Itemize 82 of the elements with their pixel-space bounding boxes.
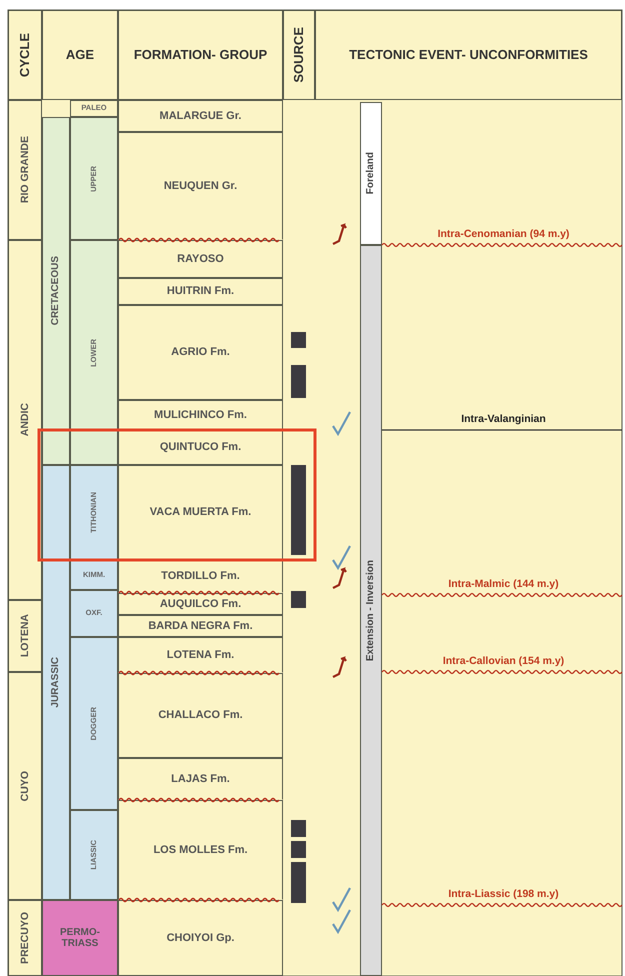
formation-name: CHOIYOI Gp. — [166, 932, 234, 944]
formation-name: LOS MOLLES Fm. — [153, 844, 248, 856]
header-cell — [8, 10, 42, 100]
tectonic-regime-bar — [360, 102, 382, 245]
formation-cell — [118, 430, 283, 465]
formation-name: CHALLACO Fm. — [158, 709, 243, 722]
cycle-cell — [8, 600, 42, 672]
formation-name: VACA MUERTA Fm. — [150, 506, 252, 519]
formation-name: RAYOSO — [177, 252, 224, 266]
epoch-cell — [70, 810, 118, 900]
cycle-name: PRECUYO — [18, 912, 32, 964]
unconformity-label: Intra-Liassic (198 m.y) — [447, 888, 560, 900]
formation-cell — [118, 132, 283, 240]
regime-name: Extension - Inversion — [365, 560, 377, 662]
epoch-cell — [70, 590, 118, 637]
source-rock-bar — [291, 841, 306, 858]
cycle-name: ANDIC — [18, 403, 32, 437]
source-rock-bar — [291, 591, 306, 608]
formation-name: TORDILLO Fm. — [161, 570, 240, 583]
cycle-name: RIO GRANDE — [18, 136, 32, 204]
cycle-cell — [8, 100, 42, 240]
cycle-cell — [8, 240, 42, 600]
formation-cell — [118, 800, 283, 900]
regime-name: Foreland — [365, 152, 377, 195]
cycle-cell — [8, 672, 42, 900]
source-rock-bar — [291, 365, 306, 398]
source-rock-bar — [291, 332, 306, 348]
formation-cell — [118, 673, 283, 758]
epoch-cell — [70, 637, 118, 810]
cycle-cell — [8, 900, 42, 976]
formation-name: QUINTUCO Fm. — [160, 441, 242, 454]
cycle-name: CUYO — [18, 770, 32, 802]
tectonic-regime-bar — [360, 245, 382, 976]
source-rock-bar — [291, 465, 306, 555]
epoch-cell — [70, 100, 118, 117]
formation-name: LAJAS Fm. — [171, 772, 230, 786]
period-cell — [42, 900, 118, 976]
unconformity-label: Intra-Cenomanian (94 m.y) — [436, 228, 570, 240]
formation-cell — [118, 593, 283, 615]
period-cell — [42, 117, 70, 465]
epoch-cell — [70, 465, 118, 560]
formation-name: MULICHINCO Fm. — [154, 408, 247, 422]
unconformity-label: Intra-Callovian (154 m.y) — [442, 655, 566, 667]
column-heading: FORMATION- GROUP — [134, 48, 268, 62]
formation-cell — [118, 278, 283, 305]
header-cell — [283, 10, 315, 100]
formation-cell — [118, 465, 283, 560]
formation-name: NEUQUEN Gr. — [164, 180, 238, 192]
formation-cell — [118, 900, 283, 976]
formation-cell — [118, 240, 283, 278]
period-cell — [42, 465, 70, 900]
unconformity-label: Intra-Valanginian — [460, 413, 547, 425]
unconformity-label: Intra-Malmic (144 m.y) — [447, 578, 560, 590]
period-name: JURASSIC — [50, 657, 62, 708]
formation-cell — [118, 637, 283, 673]
formation-cell — [118, 305, 283, 400]
source-rock-bar — [291, 862, 306, 903]
epoch-cell — [70, 560, 118, 590]
formation-cell — [118, 615, 283, 637]
formation-cell — [118, 400, 283, 430]
column-heading: CYCLE — [18, 32, 32, 78]
epoch-cell — [70, 240, 118, 465]
cycle-name: LOTENA — [18, 614, 32, 658]
formation-name: AUQUILCO Fm. — [160, 598, 242, 610]
column-heading: SOURCE — [292, 27, 306, 83]
period-name: PERMO- TRIASS — [59, 926, 101, 950]
formation-name: AGRIO Fm. — [171, 346, 230, 359]
formation-name: LOTENA Fm. — [166, 648, 234, 662]
formation-name: HUITRIN Fm. — [166, 285, 234, 298]
column-heading: TECTONIC EVENT- UNCONFORMITIES — [349, 48, 588, 62]
period-name: CRETACEOUS — [50, 256, 62, 326]
source-rock-bar — [291, 820, 306, 837]
formation-cell — [118, 758, 283, 800]
formation-name: MALARGUE Gr. — [160, 110, 242, 122]
header-cell — [118, 10, 283, 100]
formation-name: BARDA NEGRA Fm. — [148, 620, 253, 632]
epoch-cell — [70, 117, 118, 240]
header-cell — [315, 10, 622, 100]
header-cell — [42, 10, 118, 100]
formation-cell — [118, 100, 283, 132]
column-heading: AGE — [66, 48, 94, 62]
formation-cell — [118, 560, 283, 593]
